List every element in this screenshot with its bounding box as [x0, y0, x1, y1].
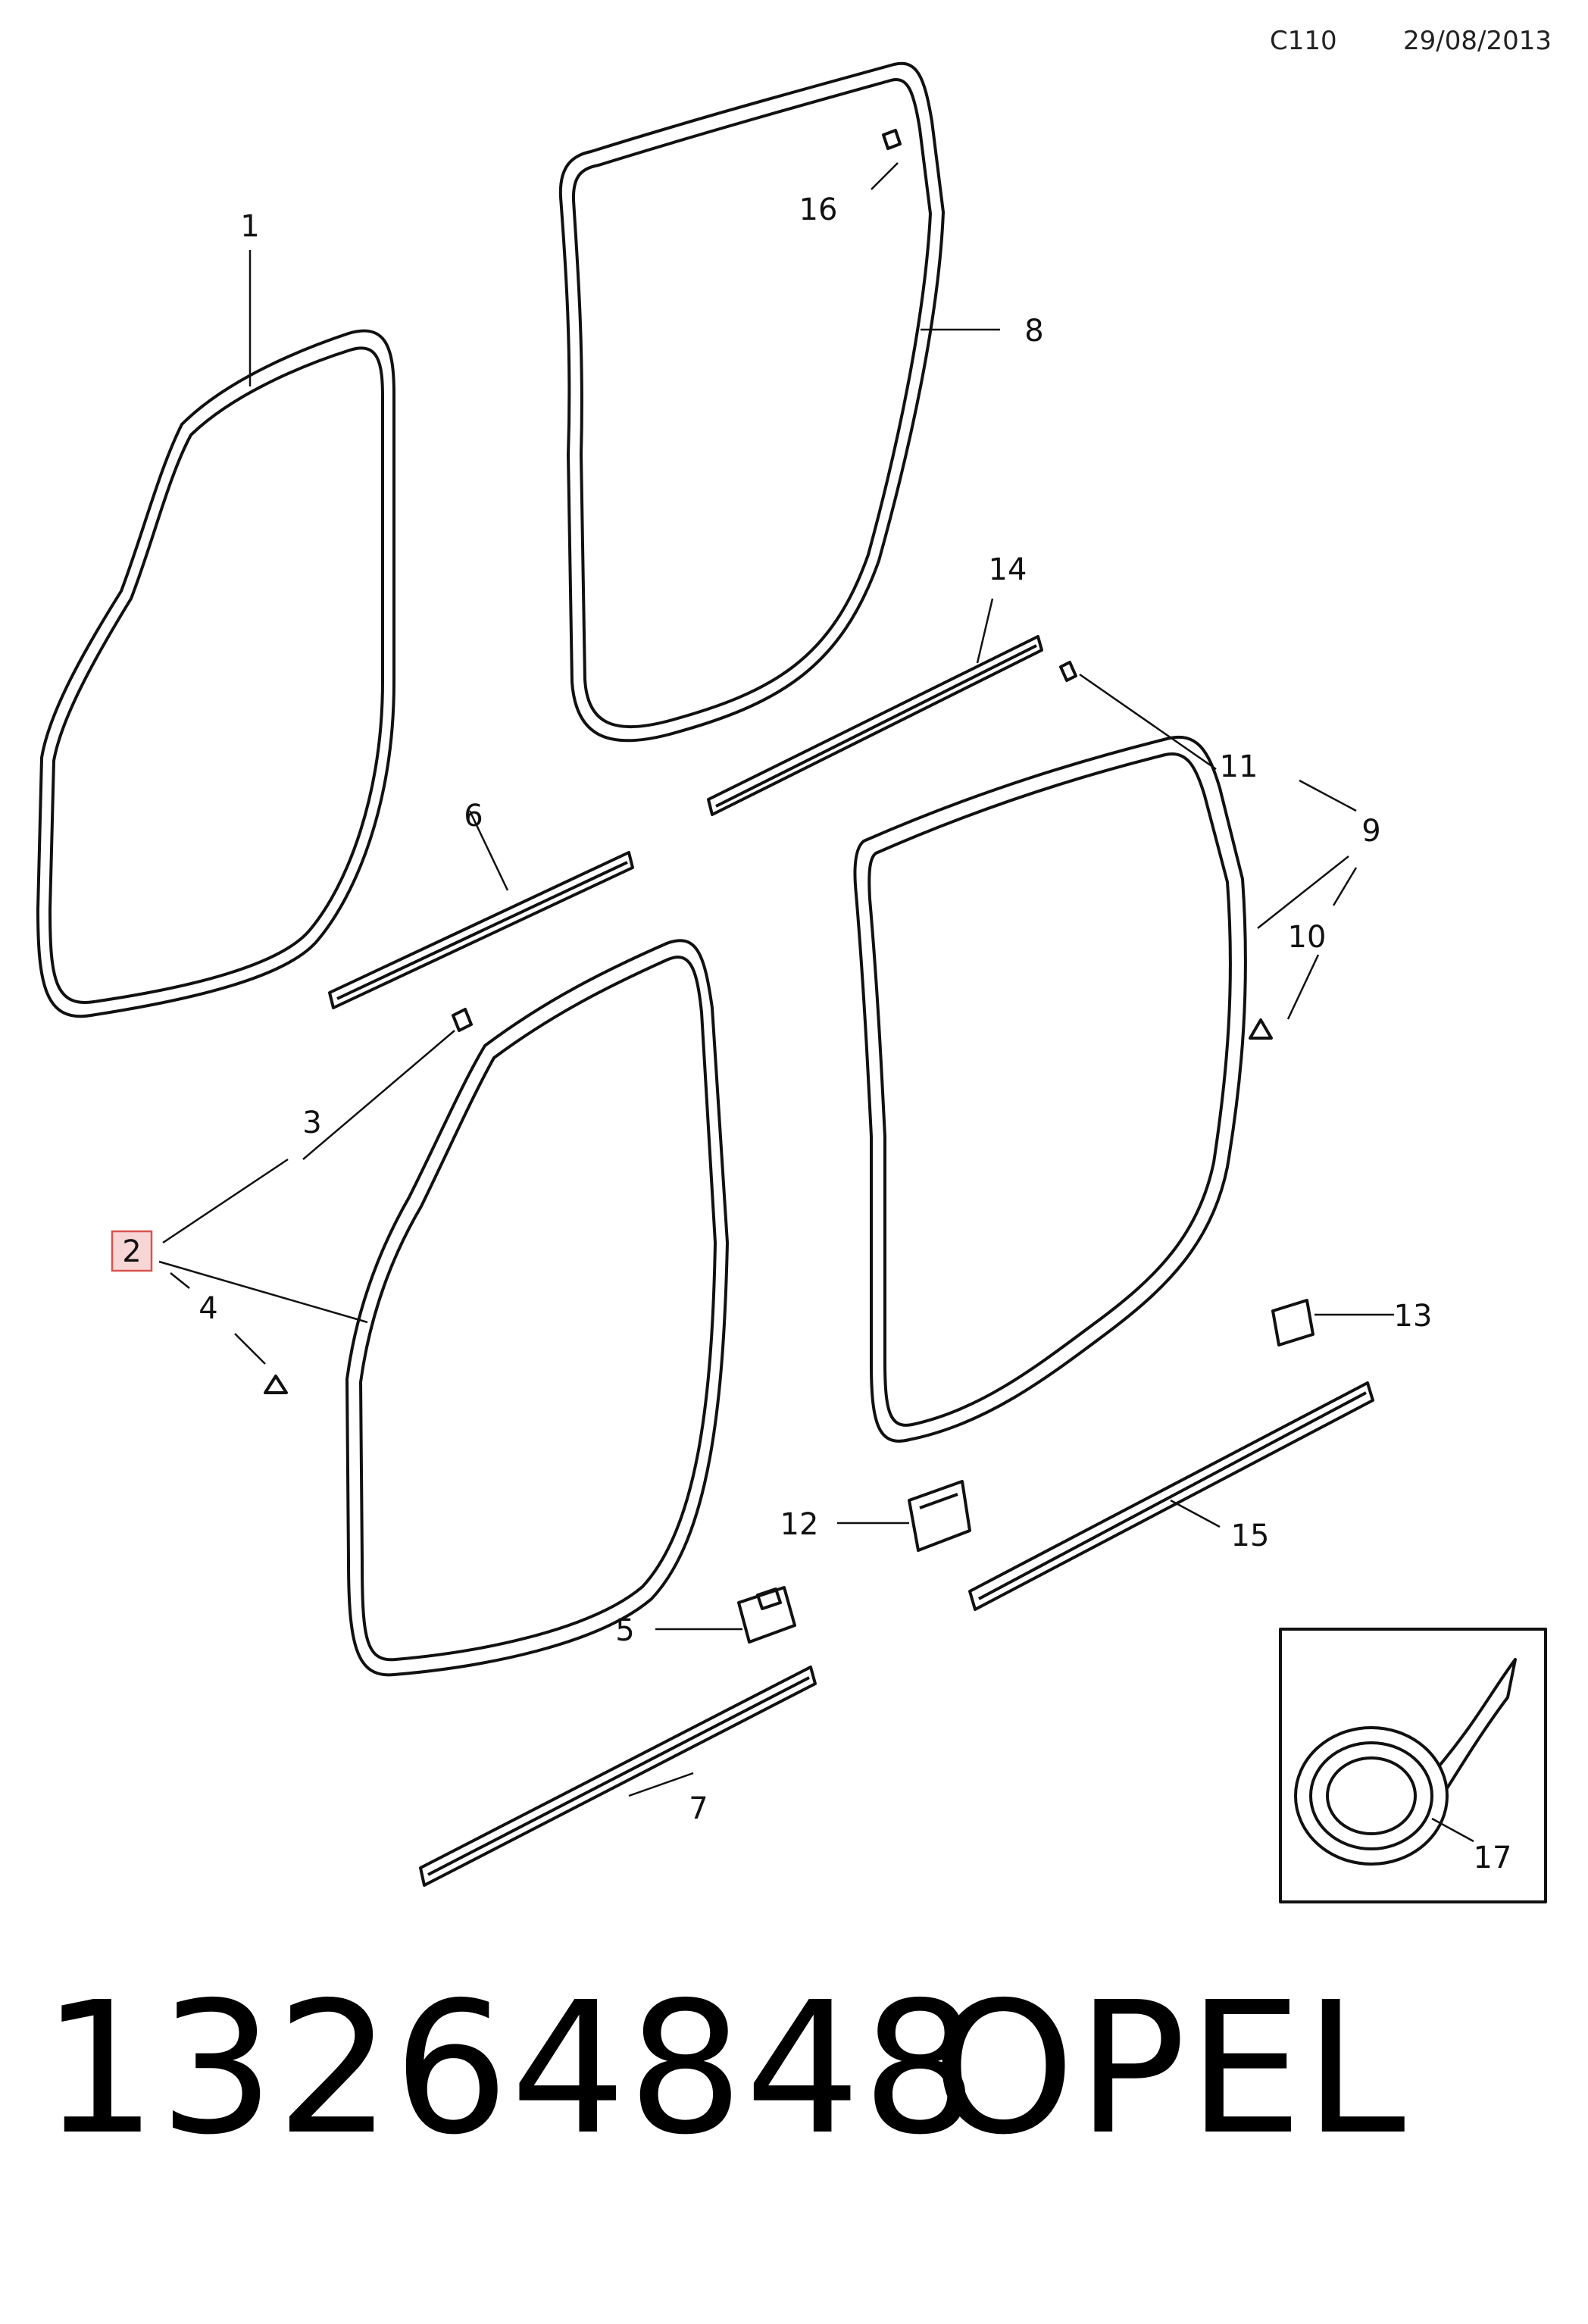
- clip-10: [1249, 1018, 1273, 1040]
- callout-6: 6: [464, 799, 483, 834]
- callout-13: 13: [1394, 1299, 1433, 1334]
- callout-10: 10: [1288, 920, 1327, 955]
- callout-8: 8: [1024, 314, 1043, 349]
- belt-strip-6: [328, 851, 634, 1009]
- callout-16: 16: [799, 192, 838, 227]
- part-number: 13264848: [42, 1963, 980, 2175]
- callout-14: 14: [989, 552, 1027, 587]
- callout-11: 11: [1220, 749, 1258, 784]
- clip-4: [264, 1375, 288, 1394]
- callout-12: 12: [780, 1507, 819, 1542]
- callout-2: 2: [122, 1234, 141, 1269]
- callout-7: 7: [689, 1791, 708, 1826]
- bumper-12: [908, 1480, 971, 1552]
- brand-name: OPEL: [932, 1963, 1407, 2175]
- callout-1: 1: [240, 209, 259, 244]
- front-door-seal-1: [36, 329, 395, 1018]
- highlight-box: [111, 1230, 153, 1272]
- sill-strip-15: [968, 1381, 1374, 1611]
- leader-lines: [158, 162, 1474, 1843]
- belt-strip-14: [707, 635, 1043, 816]
- clip-13: [1271, 1299, 1314, 1347]
- rear-door-seal-2: [345, 939, 729, 1677]
- callout-3: 3: [302, 1106, 321, 1140]
- clip-3: [452, 1008, 473, 1032]
- clip-5: [737, 1586, 796, 1644]
- sill-strip-7: [419, 1666, 817, 1887]
- callout-9: 9: [1361, 814, 1380, 849]
- rear-door-frame-seal-9: [853, 735, 1247, 1443]
- front-door-frame-seal-8: [558, 61, 945, 743]
- header-date: 29/08/2013: [1403, 26, 1552, 56]
- callout-17: 17: [1474, 1841, 1512, 1875]
- clip-16: [882, 129, 902, 150]
- callout-15: 15: [1231, 1519, 1270, 1553]
- callout-5: 5: [615, 1613, 634, 1648]
- callouts: 1 2 3 4 5 6 7 8 9 10 11 12 13 14 15 16 1…: [122, 192, 1511, 1875]
- header-code: C110: [1270, 26, 1337, 56]
- clip-11: [1059, 661, 1077, 682]
- callout-4: 4: [198, 1291, 217, 1326]
- inset-box-17: [1279, 1628, 1547, 1903]
